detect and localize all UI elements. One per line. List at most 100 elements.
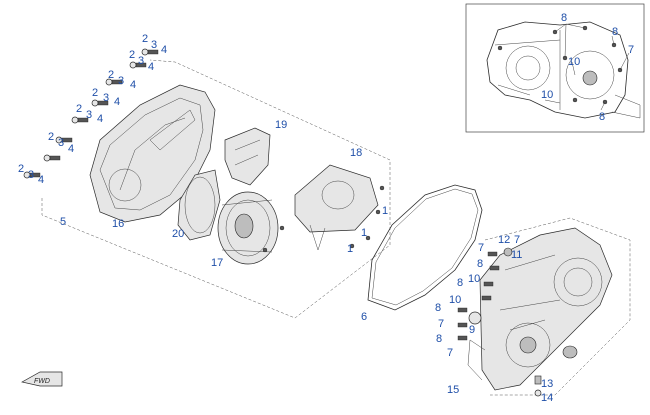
inset-callout-8[interactable]: 8: [612, 26, 618, 38]
heat-shield-hole: [321, 180, 355, 210]
crankcase-flange: [467, 339, 486, 381]
callout-4[interactable]: 4: [161, 44, 167, 56]
clutch-cover: [89, 84, 216, 223]
callout-2[interactable]: 2: [92, 87, 98, 99]
clutch-cover-duct: [149, 109, 196, 151]
callout-16[interactable]: 16: [112, 218, 124, 230]
callout-3[interactable]: 3: [103, 92, 109, 104]
drum-hub: [234, 213, 254, 239]
callout-14[interactable]: 14: [541, 392, 553, 404]
callout-3[interactable]: 3: [58, 137, 64, 149]
callout-13[interactable]: 13: [541, 378, 553, 390]
inset-callout-10[interactable]: 10: [541, 89, 553, 101]
callout-7[interactable]: 7: [514, 234, 520, 246]
callout-2[interactable]: 2: [48, 131, 54, 143]
callout-labels: 2 3 4 2 3 4 2 3 4 2 3 4 2 3 4 2 3 4 2 3 …: [18, 12, 634, 404]
cover-assembly-frame: [41, 59, 391, 319]
crankcase-frame: [484, 217, 631, 396]
inset-ribs: [494, 30, 561, 110]
inner-cover-drum: [217, 191, 279, 265]
callout-4[interactable]: 4: [97, 113, 103, 125]
baffle-plate: [224, 127, 271, 186]
callout-1[interactable]: 1: [347, 243, 353, 255]
callout-8[interactable]: 8: [436, 333, 442, 345]
heat-shield-body: [294, 164, 379, 233]
inset-shaft: [582, 70, 598, 86]
callout-7[interactable]: 7: [478, 242, 484, 254]
callout-15[interactable]: 15: [447, 384, 459, 396]
callout-4[interactable]: 4: [114, 96, 120, 108]
inset-leader-lines: [544, 23, 630, 111]
crankcase-plug: [562, 345, 578, 359]
cover-gasket: [367, 184, 483, 311]
callout-1[interactable]: 1: [382, 205, 388, 217]
fwd-arrow: FWD: [21, 371, 63, 387]
callout-2[interactable]: 2: [18, 163, 24, 175]
heat-shield-tab: [309, 224, 326, 251]
callout-3[interactable]: 3: [86, 109, 92, 121]
crankcase-shaft: [519, 336, 537, 354]
inset-callout-7[interactable]: 7: [628, 44, 634, 56]
callout-1[interactable]: 1: [361, 227, 367, 239]
callout-5[interactable]: 5: [60, 216, 66, 228]
callout-10[interactable]: 10: [468, 273, 480, 285]
baffle-ribs: [234, 139, 261, 166]
callout-4[interactable]: 4: [130, 79, 136, 91]
callout-7[interactable]: 7: [438, 318, 444, 330]
crankcase-bore-upper-inner: [563, 267, 593, 297]
callout-4[interactable]: 4: [38, 174, 44, 186]
clutch-cover-body: [89, 84, 216, 223]
cover-bolts: [23, 48, 159, 179]
callout-3[interactable]: 3: [151, 39, 157, 51]
callout-19[interactable]: 19: [275, 119, 287, 131]
callout-6[interactable]: 6: [361, 311, 367, 323]
inset-bore-left-inner: [515, 55, 541, 81]
callout-4[interactable]: 4: [68, 143, 74, 155]
crankcase-body: [479, 227, 613, 391]
drain-bolt-13: [534, 375, 542, 385]
washer-14: [534, 389, 542, 397]
inset-crankcase-outline: [486, 21, 629, 119]
crankcase-ribs: [499, 254, 561, 331]
cover-gasket-inner: [371, 188, 479, 306]
inset-frame: [465, 3, 645, 133]
callout-4[interactable]: 4: [148, 61, 154, 73]
crankcase-bore-upper: [553, 257, 603, 307]
callout-2[interactable]: 2: [76, 103, 82, 115]
callout-18[interactable]: 18: [350, 147, 362, 159]
crankcase-bore-lower: [505, 322, 551, 368]
callout-3[interactable]: 3: [138, 55, 144, 67]
callout-17[interactable]: 17: [211, 257, 223, 269]
callout-3[interactable]: 3: [118, 75, 124, 87]
heat-shield: [294, 164, 379, 251]
crankcase-bolts: [457, 247, 542, 397]
callout-8[interactable]: 8: [435, 302, 441, 314]
callout-9[interactable]: 9: [469, 324, 475, 336]
callout-2[interactable]: 2: [108, 69, 114, 81]
callout-20[interactable]: 20: [172, 228, 184, 240]
clutch-cover-inner: [99, 97, 204, 211]
callout-8[interactable]: 8: [457, 277, 463, 289]
drum-mid: [225, 199, 271, 257]
inset-callout-10[interactable]: 10: [568, 56, 580, 68]
inset-callout-8[interactable]: 8: [561, 12, 567, 24]
inset-bore-right: [565, 50, 615, 100]
nut-12: [503, 247, 513, 257]
callout-11[interactable]: 11: [511, 249, 522, 261]
inset-detail-view: [465, 3, 645, 133]
inset-bore-left: [505, 45, 551, 91]
callout-10[interactable]: 10: [449, 294, 461, 306]
oil-seal-9: [468, 311, 482, 325]
fwd-label: FWD: [34, 378, 50, 385]
crankcase: [467, 217, 631, 396]
callout-7[interactable]: 7: [447, 347, 453, 359]
callout-3[interactable]: 3: [28, 169, 34, 181]
callout-2[interactable]: 2: [142, 33, 148, 45]
inset-callout-8[interactable]: 8: [599, 111, 605, 123]
callout-12[interactable]: 12: [498, 234, 510, 246]
callout-2[interactable]: 2: [129, 49, 135, 61]
intake-duct: [177, 169, 221, 241]
inset-bracket: [611, 94, 641, 119]
callout-8[interactable]: 8: [477, 258, 483, 270]
